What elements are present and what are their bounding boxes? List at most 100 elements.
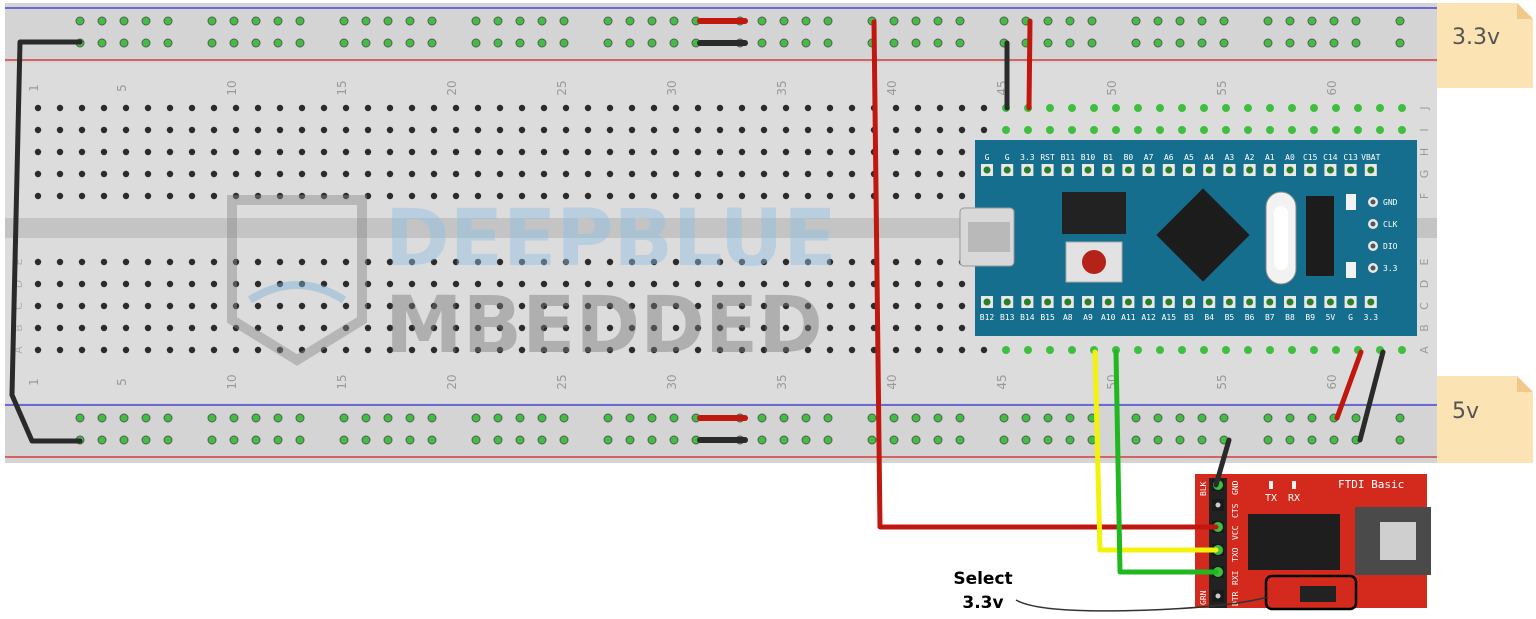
breadboard-hole (232, 170, 240, 178)
stm32-bottom-pin (1185, 298, 1193, 306)
breadboard-hole (188, 324, 196, 332)
breadboard-hole (518, 280, 526, 288)
stm32-bottom-pin (1104, 298, 1112, 306)
rail-hole (1065, 16, 1075, 26)
rail-hole (361, 16, 371, 26)
ftdi-pin-label: TXO (1231, 547, 1240, 562)
breadboard-hole (254, 302, 262, 310)
breadboard-hole (1288, 346, 1296, 354)
breadboard-hole (716, 104, 724, 112)
stm32-bottom-pin-label: A9 (1083, 313, 1093, 322)
breadboard-hole (166, 280, 174, 288)
rail-hole (757, 38, 767, 48)
stm32-bottom-pin (1266, 298, 1274, 306)
breadboard-hole (738, 148, 746, 156)
breadboard-hole (1288, 104, 1296, 112)
rail-hole (1131, 38, 1141, 48)
breadboard-hole (56, 148, 64, 156)
breadboard-hole (166, 104, 174, 112)
breadboard-hole (430, 280, 438, 288)
regulator (1306, 196, 1334, 276)
rail-hole (471, 413, 481, 423)
stm32-top-pin (1266, 166, 1274, 174)
rail-hole (1329, 38, 1339, 48)
breadboard-hole (804, 280, 812, 288)
callout-line1: Select (953, 569, 1012, 589)
breadboard-hole (166, 302, 174, 310)
breadboard-bottom-rail (5, 403, 1437, 463)
column-number-bottom: 40 (885, 374, 899, 389)
breadboard-hole (1200, 126, 1208, 134)
breadboard-hole (232, 346, 240, 354)
breadboard-hole (408, 258, 416, 266)
breadboard-hole (672, 170, 680, 178)
rail-hole (559, 16, 569, 26)
rail-hole (889, 16, 899, 26)
breadboard-hole (78, 346, 86, 354)
breadboard-hole (144, 346, 152, 354)
breadboard-hole (408, 346, 416, 354)
breadboard-hole (1178, 346, 1186, 354)
rail-hole (427, 413, 437, 423)
stm32-top-pin (1064, 166, 1072, 174)
breadboard-hole (562, 148, 570, 156)
rail-hole (1175, 413, 1185, 423)
rail-hole (801, 413, 811, 423)
breadboard-hole (276, 324, 284, 332)
breadboard-hole (760, 192, 768, 200)
breadboard-hole (518, 192, 526, 200)
breadboard-hole (364, 258, 372, 266)
rail-hole (229, 16, 239, 26)
rail-hole (163, 435, 173, 445)
rail-hole (911, 413, 921, 423)
rail-hole (669, 38, 679, 48)
stm32-top-pin (1104, 166, 1112, 174)
breadboard-hole (386, 148, 394, 156)
column-number-top: 55 (1215, 80, 1229, 95)
stm32-top-pin-label: VBAT (1361, 153, 1380, 162)
rail-hole (1263, 413, 1273, 423)
breadboard-hole (958, 170, 966, 178)
rail-hole (1329, 435, 1339, 445)
breadboard-hole (562, 192, 570, 200)
rail-hole (119, 38, 129, 48)
rail-hole (493, 38, 503, 48)
breadboard-hole (958, 104, 966, 112)
breadboard-hole (496, 346, 504, 354)
breadboard-hole (100, 280, 108, 288)
watermark-line2: MBEDDED (385, 281, 823, 371)
rail-hole (229, 435, 239, 445)
breadboard-hole (518, 126, 526, 134)
stm32-top-pin-label: C15 (1303, 153, 1318, 162)
breadboard-hole (100, 258, 108, 266)
breadboard-hole (584, 170, 592, 178)
breadboard-hole (958, 280, 966, 288)
rail-hole (207, 435, 217, 445)
stm32-top-pin-label: A6 (1164, 153, 1174, 162)
breadboard-hole (694, 324, 702, 332)
breadboard-hole (254, 148, 262, 156)
breadboard-hole (914, 258, 922, 266)
breadboard-hole (210, 346, 218, 354)
rail-hole (889, 38, 899, 48)
rail-hole (405, 16, 415, 26)
breadboard-hole (34, 148, 42, 156)
rail-hole (559, 413, 569, 423)
stm32-top-pin-label: 3.3 (1020, 153, 1035, 162)
row-letter: B (12, 324, 25, 332)
breadboard-hole (1156, 346, 1164, 354)
breadboard-hole (34, 170, 42, 178)
breadboard-hole (518, 324, 526, 332)
column-number-top: 15 (335, 80, 349, 95)
breadboard-hole (122, 126, 130, 134)
breadboard-hole (1288, 126, 1296, 134)
breadboard-hole (738, 280, 746, 288)
breadboard-hole (452, 104, 460, 112)
rail-hole (779, 435, 789, 445)
led-top (1346, 194, 1356, 210)
row-letter: E (1418, 258, 1431, 265)
rail-hole (537, 435, 547, 445)
rail-hole (141, 38, 151, 48)
rail-hole (75, 16, 85, 26)
